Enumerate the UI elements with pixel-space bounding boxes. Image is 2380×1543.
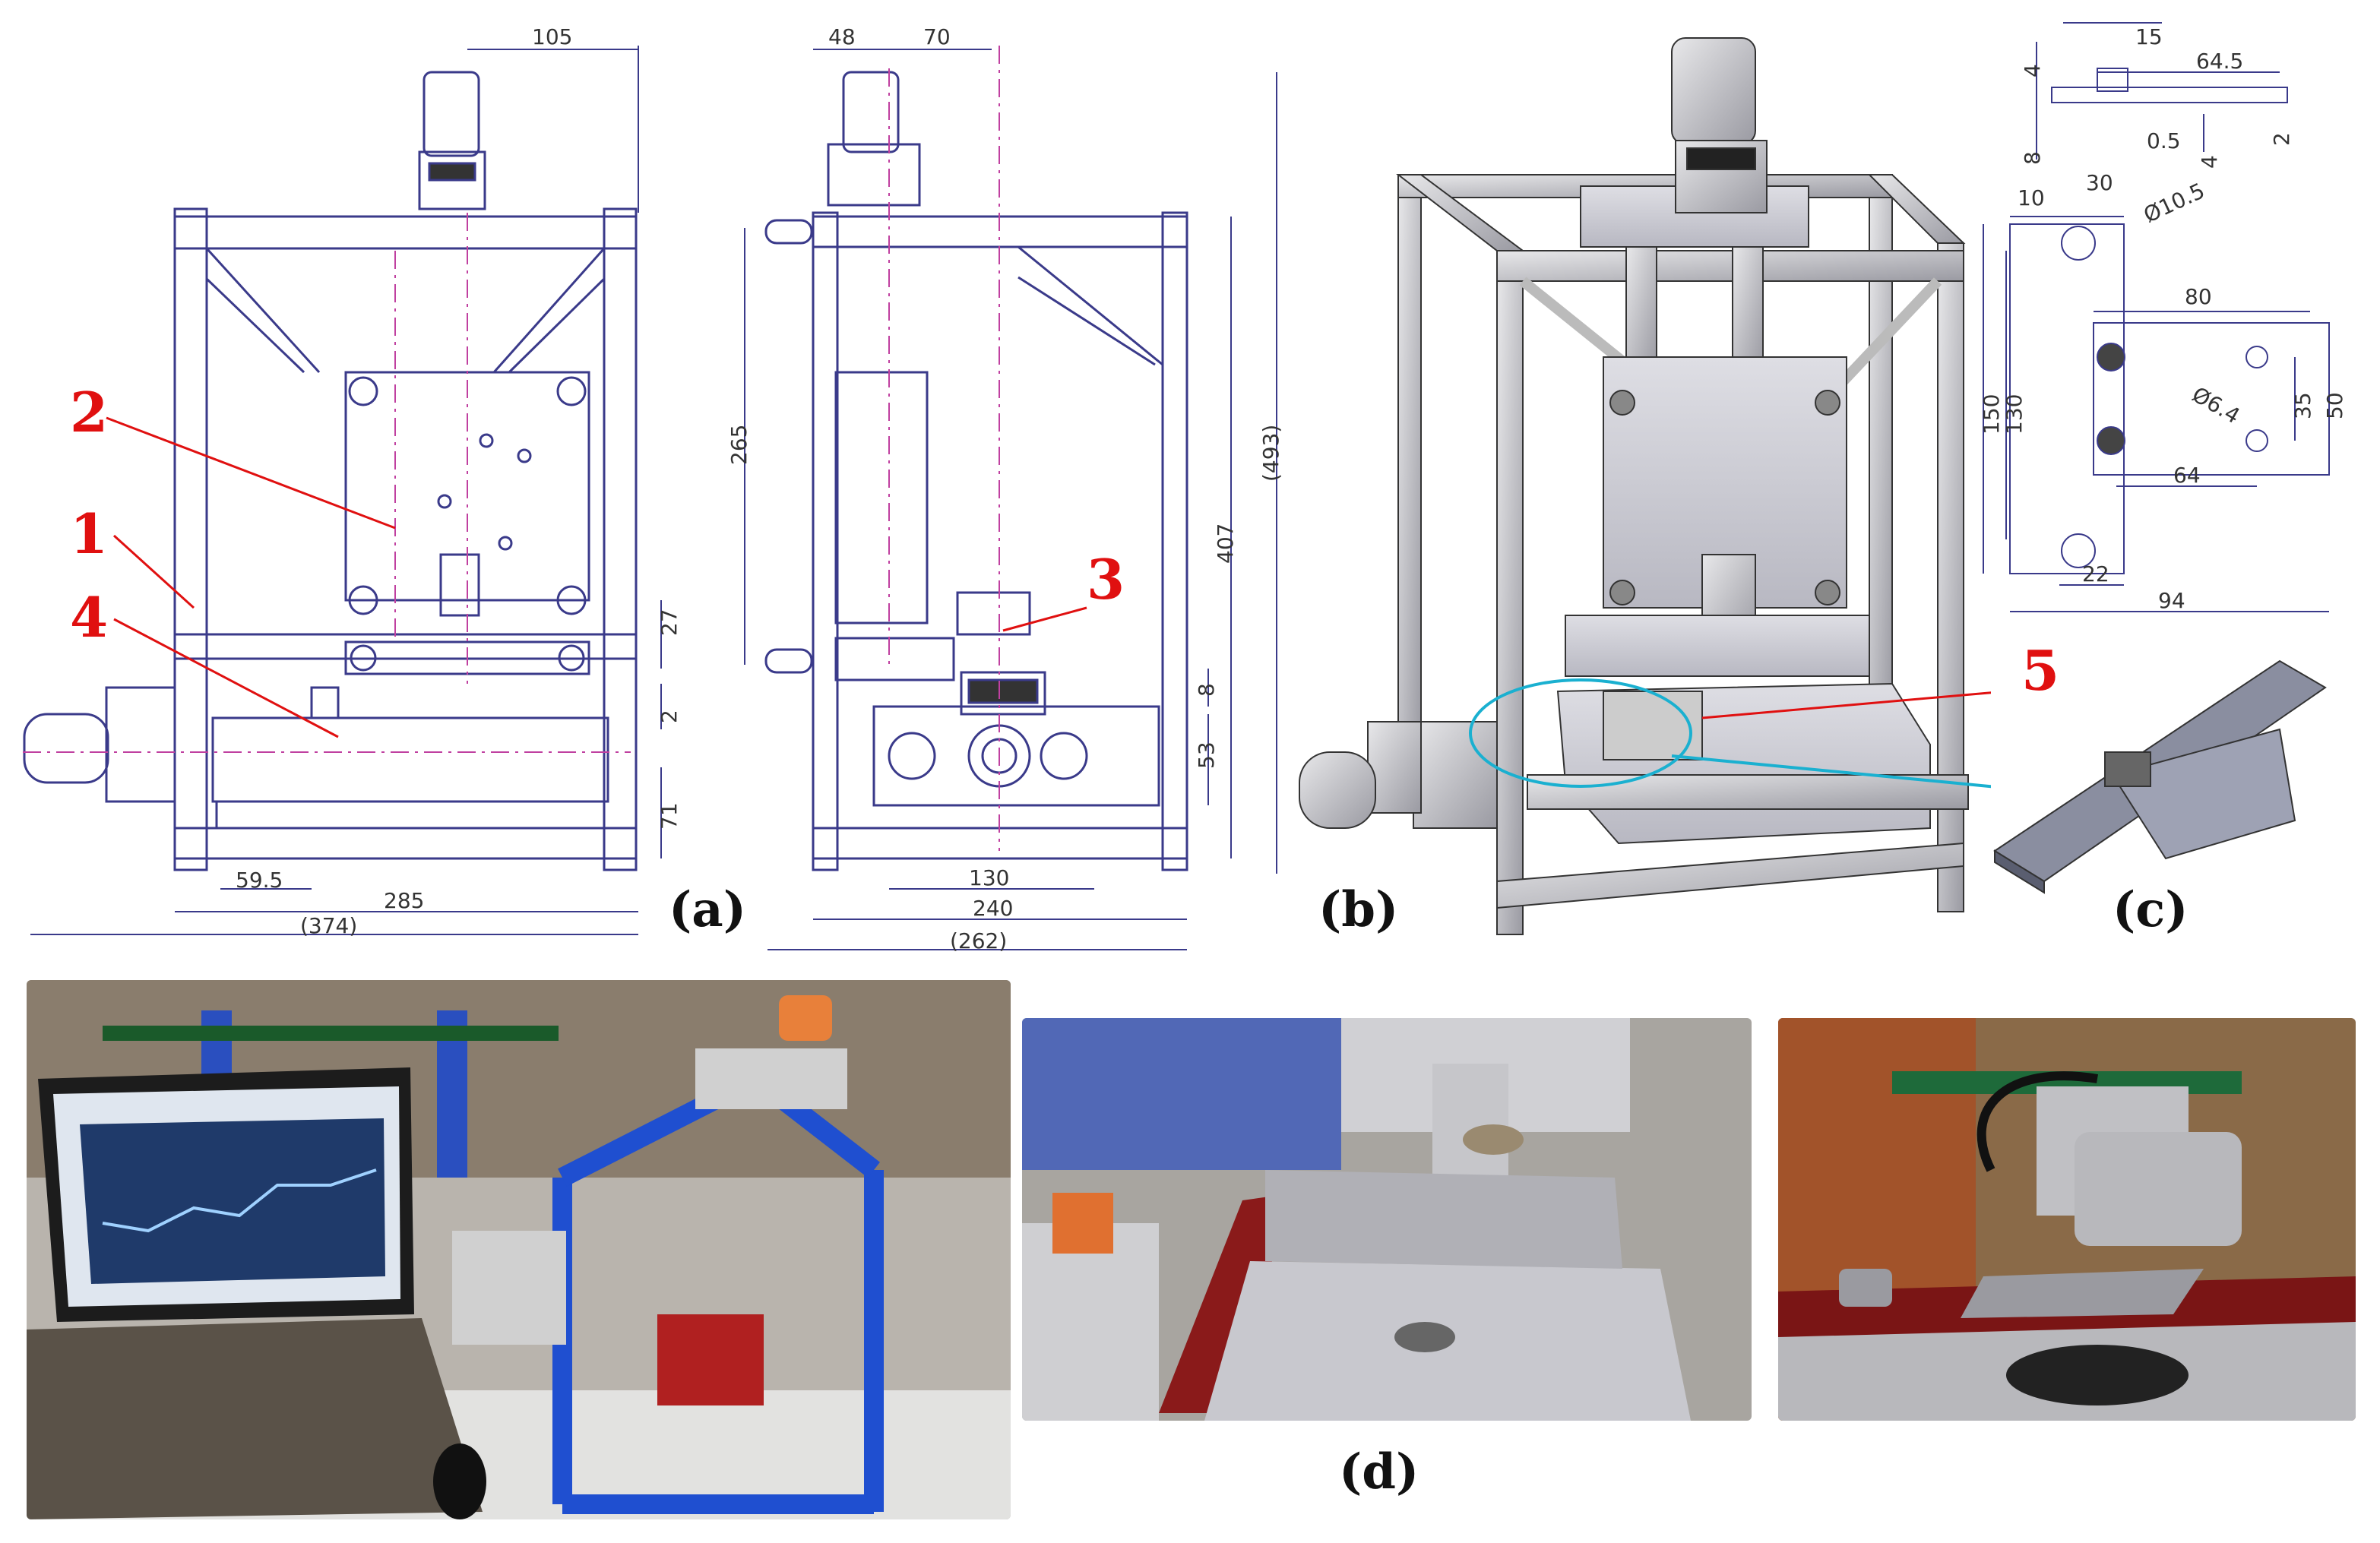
- dim-c-10: 10: [2018, 185, 2045, 210]
- photo-lab-setup: [27, 980, 1011, 1519]
- part-plan-vertical-plate: [2009, 223, 2125, 574]
- dim-c-64: 64: [2173, 463, 2201, 488]
- dim-c-4: 4: [2020, 64, 2045, 77]
- dim-2: 2: [657, 710, 682, 723]
- dim-c-4b: 4: [2197, 155, 2222, 169]
- panel-c-label: (c): [2113, 881, 2189, 938]
- highlight-arrow: [1671, 754, 1991, 789]
- dim-48: 48: [828, 24, 856, 49]
- part-3d-render: [1993, 659, 2327, 894]
- photo-laptop-keyboard: [27, 1318, 483, 1519]
- dim-8: 8: [1194, 683, 1219, 697]
- render-load-gauge: [1671, 37, 1756, 145]
- leader-3: [1002, 606, 1087, 632]
- callout-4: 4: [70, 585, 109, 650]
- dim-105: 105: [532, 24, 572, 49]
- dim-c-64-5: 64.5: [2196, 49, 2243, 74]
- dim-c-35: 35: [2290, 392, 2315, 419]
- dim-407: 407: [1213, 523, 1238, 564]
- front-frame-mid-bar: [173, 633, 638, 660]
- panel-a-technical-drawing: 105 27 2 71 59.5 285 (374) 2 1 4: [0, 0, 760, 950]
- dim-27: 27: [657, 609, 682, 636]
- dim-c-6-4: Ø6.4: [2188, 381, 2244, 428]
- render-front-right-post: [1937, 242, 1964, 912]
- panel-d-label: (d): [1339, 1443, 1419, 1500]
- dim-265: 265: [730, 425, 752, 465]
- leader-4: [113, 618, 339, 738]
- dim-c-15: 15: [2135, 24, 2163, 49]
- side-view-svg: [0, 0, 760, 950]
- dim-c-150: 150: [1979, 394, 2004, 435]
- side-carriage: [834, 371, 929, 624]
- callout-2: 2: [70, 380, 109, 444]
- photo-load-cell: [2075, 1132, 2242, 1246]
- front-side-views-svg: 105 27 2 71 59.5 285 (374): [23, 24, 682, 938]
- photo-fixture-closeup: [1022, 1018, 1752, 1421]
- panel-c-part-drawing: 4 15 64.5 8 0.5 4 2 10 30 Ø10.5 80 150 1…: [1976, 0, 2378, 950]
- dim-53: 53: [1194, 741, 1219, 769]
- front-load-gauge-display: [418, 150, 486, 210]
- highlight-ellipse: [1469, 678, 1692, 788]
- front-frame-top-bar: [173, 215, 638, 250]
- panel-b-3d-render: [1277, 23, 1991, 965]
- dim-c-130: 130: [2002, 394, 2027, 435]
- callout-1: 1: [70, 501, 109, 566]
- photo-load-cell-closeup: [1778, 1018, 2356, 1421]
- dim-493: (493): [1258, 425, 1283, 482]
- dim-c-8: 8: [2020, 151, 2045, 165]
- callout-5: 5: [2021, 638, 2060, 703]
- dim-59-5: 59.5: [236, 868, 283, 893]
- render-front-left-post: [1496, 273, 1524, 935]
- dim-c-10-5: Ø10.5: [2140, 178, 2208, 228]
- dim-262: (262): [950, 928, 1007, 953]
- dim-285: 285: [384, 888, 424, 913]
- dim-374: (374): [300, 913, 357, 938]
- front-frame-left-post: [173, 207, 208, 871]
- front-frame-right-post: [603, 207, 638, 871]
- callout-3: 3: [1087, 547, 1125, 612]
- dim-240: 240: [973, 896, 1013, 921]
- front-load-gauge-head: [423, 71, 480, 157]
- dim-c-94: 94: [2158, 588, 2185, 613]
- dim-71: 71: [657, 802, 682, 830]
- dim-c-0-5: 0.5: [2147, 128, 2181, 153]
- dim-c-2: 2: [2269, 132, 2294, 146]
- dim-c-50: 50: [2322, 392, 2347, 419]
- panel-a-label: (a): [669, 881, 747, 938]
- panel-b-label: (b): [1318, 881, 1399, 938]
- dim-c-30: 30: [2086, 170, 2113, 195]
- dim-130: 130: [969, 865, 1009, 890]
- leader-1: [112, 534, 195, 609]
- side-load-gauge-head: [842, 71, 900, 153]
- leader-5: [1701, 691, 1991, 719]
- side-base-block: [872, 705, 1160, 807]
- panel-a-side-view: 48 70 265 407 (493) 8 53 130 240 (262) 3: [730, 0, 1307, 972]
- leader-2: [106, 416, 396, 530]
- dim-70: 70: [923, 24, 951, 49]
- photo-red-clamp: [1159, 1193, 1296, 1413]
- dim-c-22: 22: [2082, 561, 2109, 587]
- dim-c-80: 80: [2185, 284, 2212, 309]
